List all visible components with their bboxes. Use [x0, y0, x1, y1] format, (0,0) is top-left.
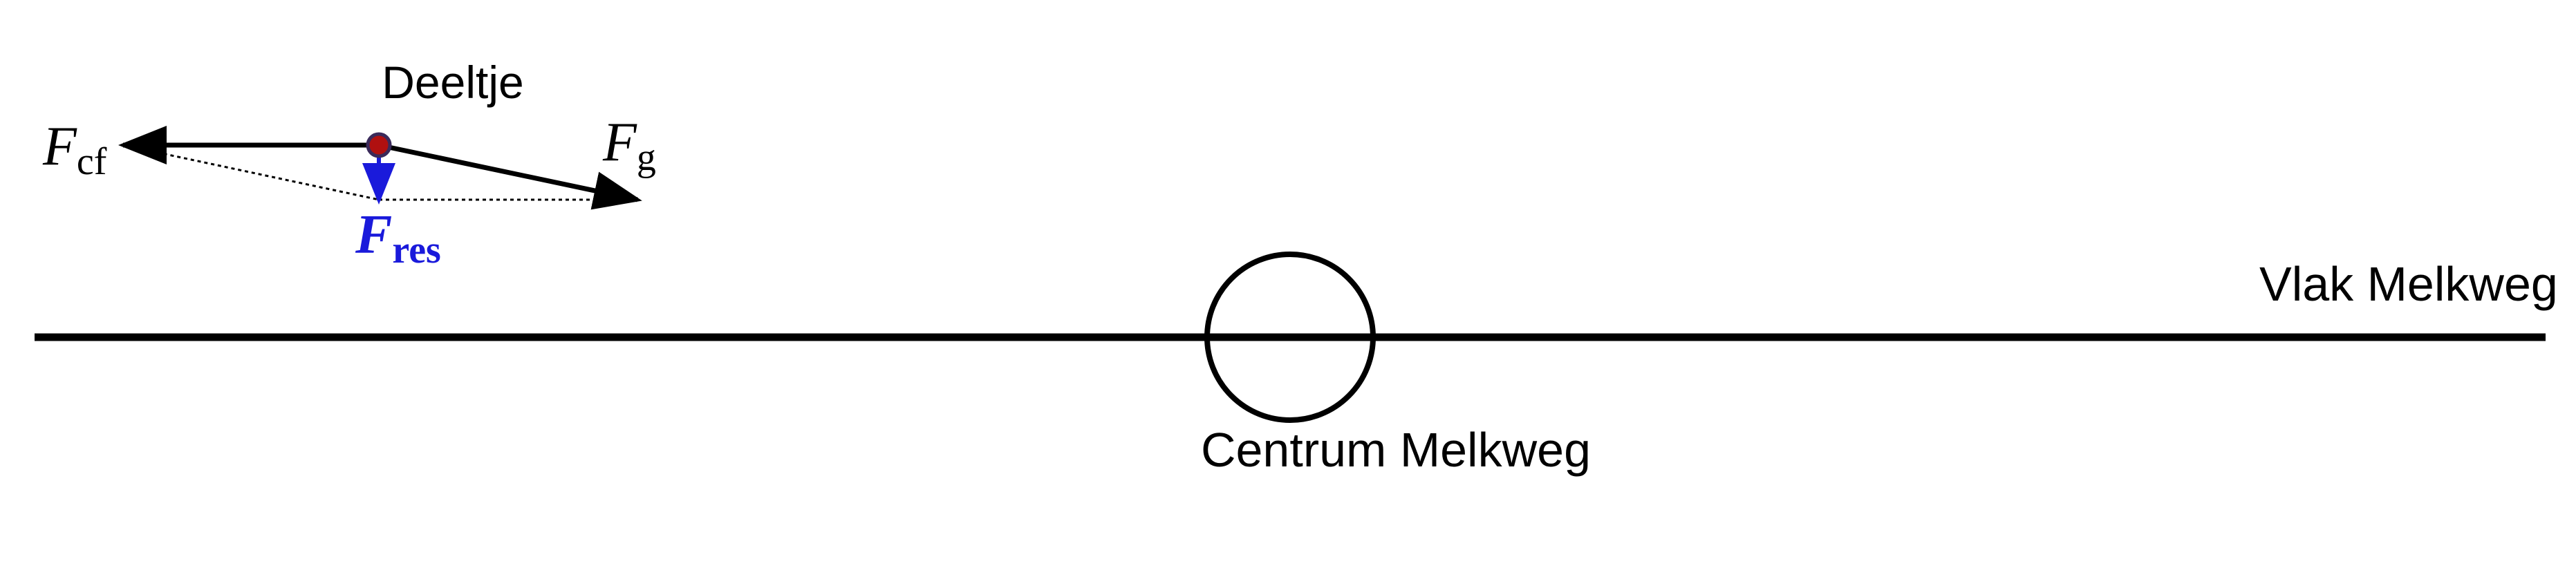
resultant-force-subscript: res [392, 229, 441, 272]
galaxy-center-circle [1204, 252, 1376, 423]
centrifugal-force-symbol: F [42, 116, 77, 177]
plane-label: Vlak Melkweg [2259, 257, 2558, 311]
centrifugal-force-subscript: cf [77, 140, 107, 183]
construction-line-left [122, 144, 380, 201]
center-label: Centrum Melkweg [1201, 423, 1591, 477]
gravity-force-arrow [378, 142, 642, 210]
particle-dot [366, 132, 392, 158]
gravity-force-label: Fg [602, 112, 656, 179]
resultant-force-symbol: F [355, 205, 392, 265]
centrifugal-force-label: Fcf [42, 116, 107, 183]
particle-label: Deeltje [382, 57, 523, 108]
gravity-force-symbol: F [602, 112, 637, 173]
resultant-force-label: Fres [355, 205, 441, 272]
gravity-force-subscript: g [637, 136, 656, 179]
